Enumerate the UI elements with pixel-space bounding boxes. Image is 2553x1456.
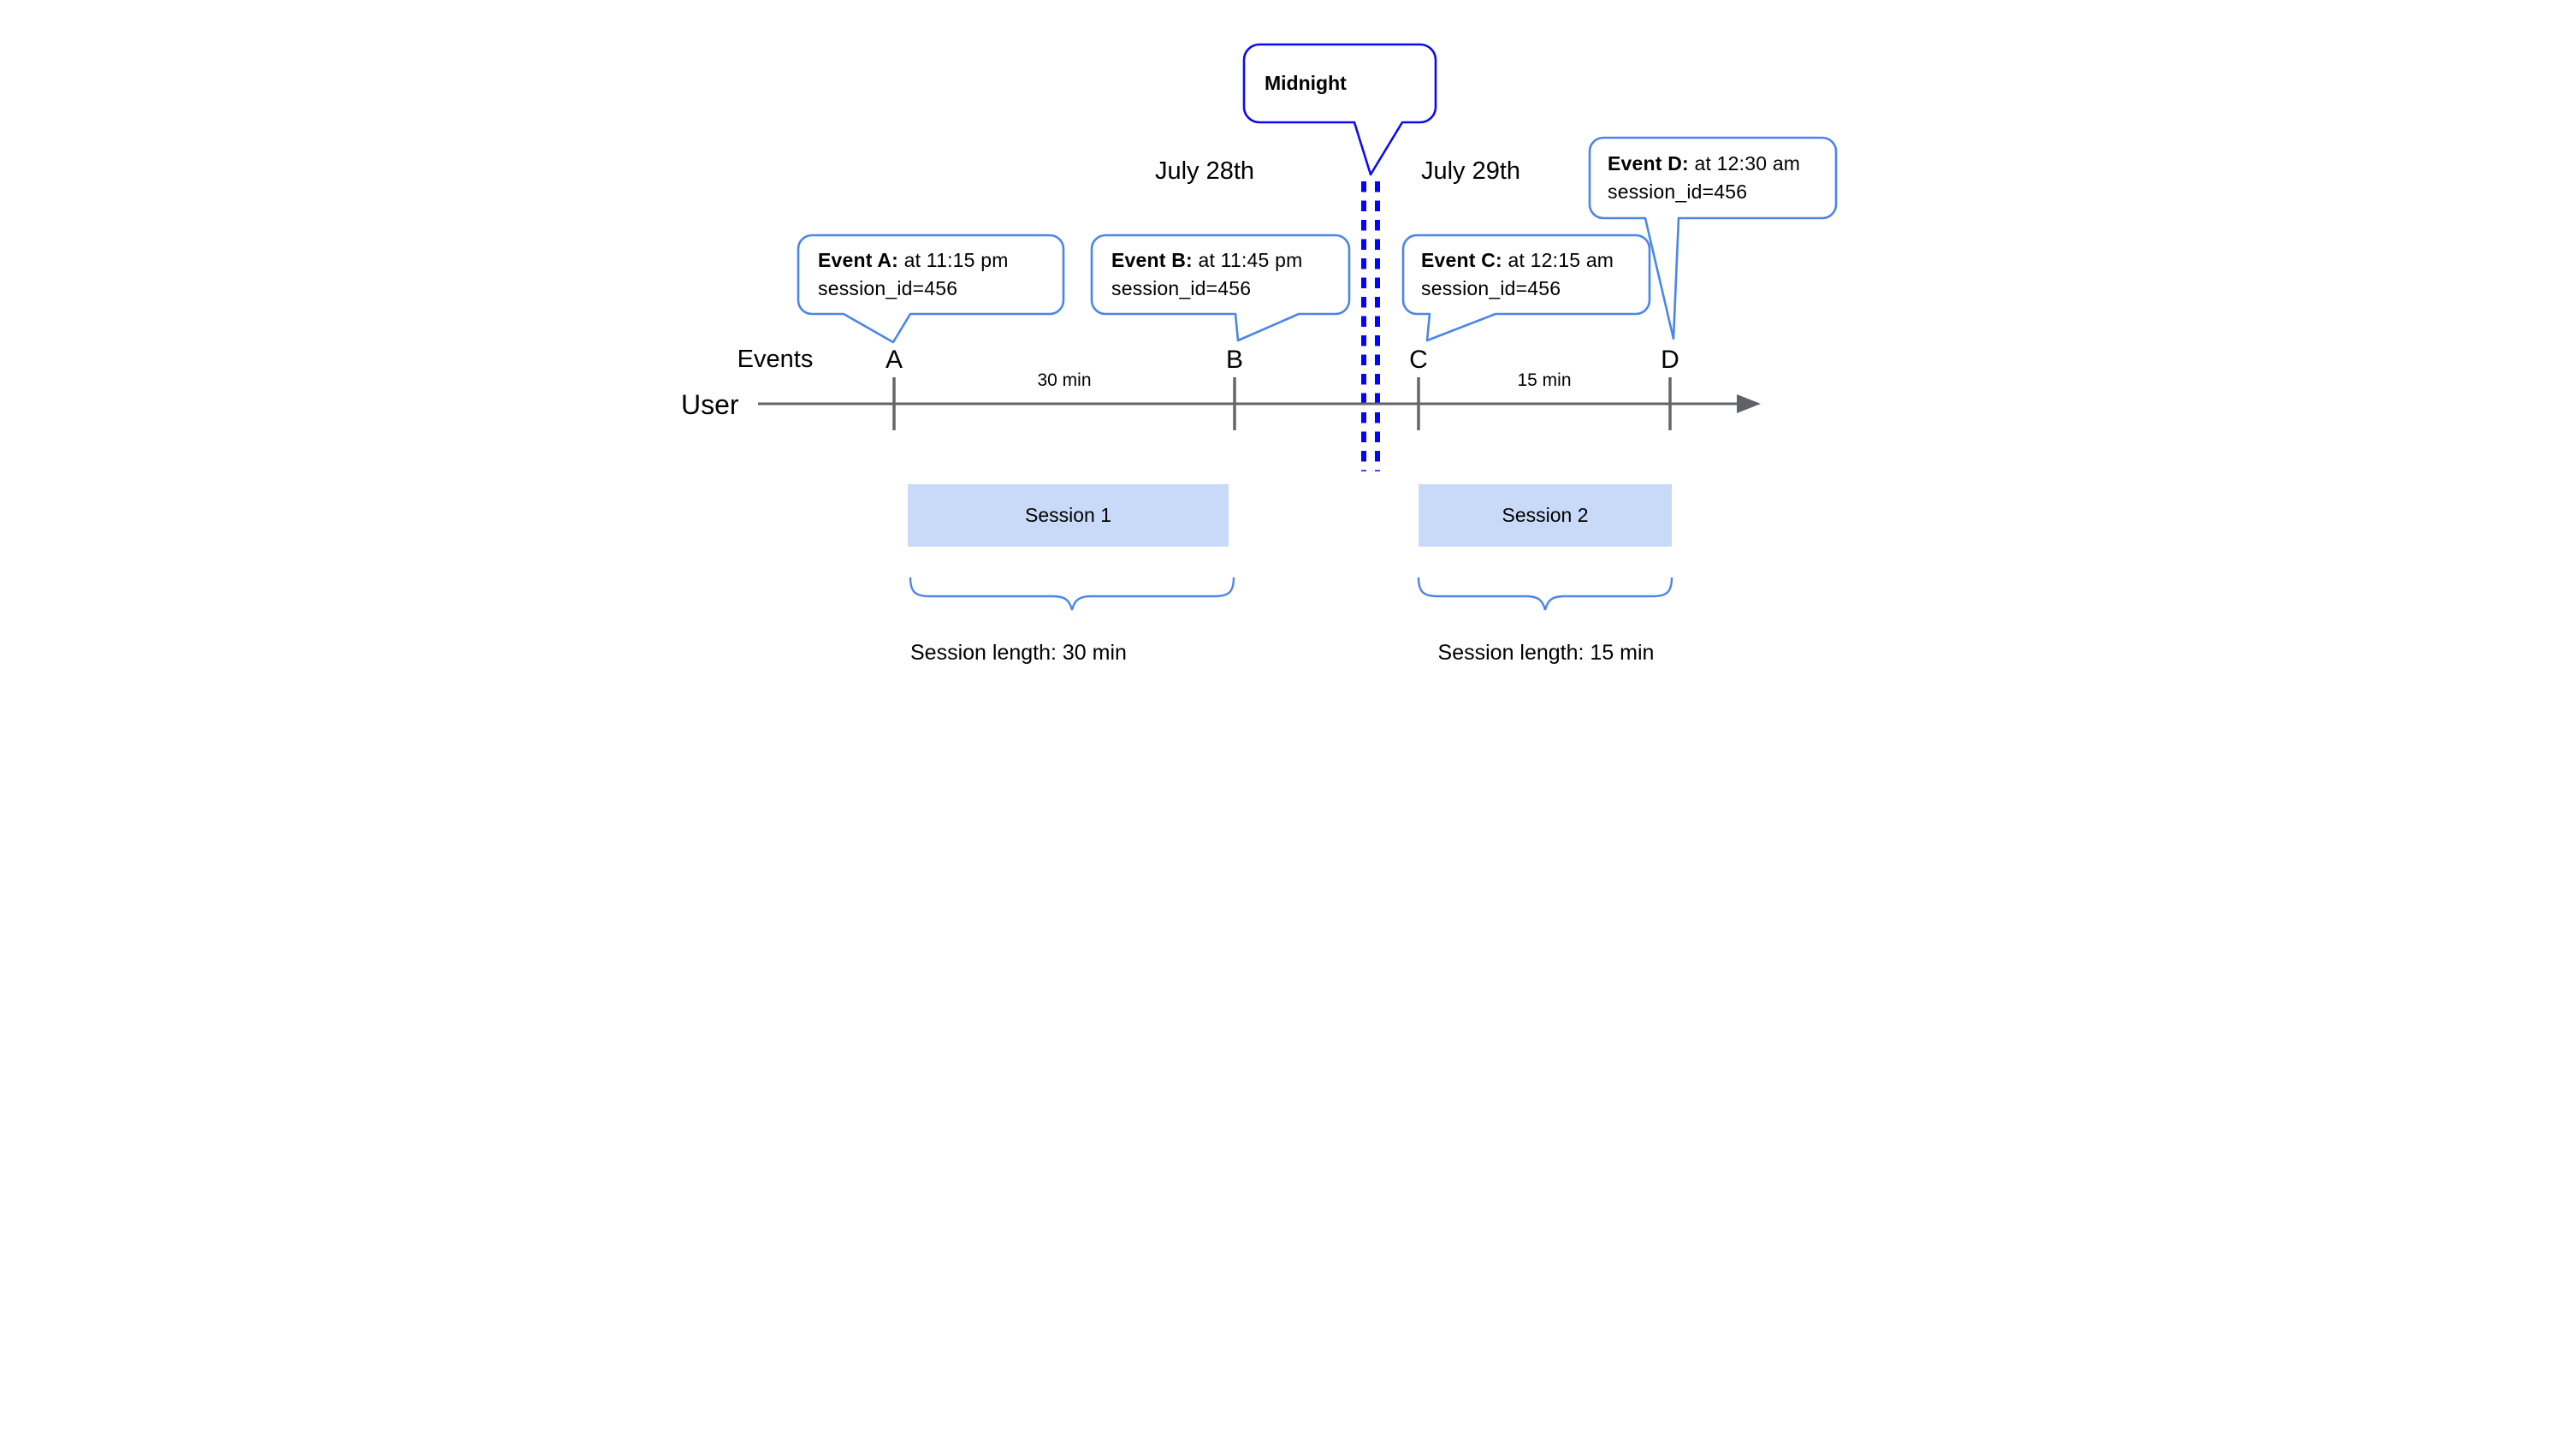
event-c-callout-line1: Event C: at 12:15 am	[1421, 249, 1614, 271]
session-1-box: Session 1	[908, 484, 1229, 547]
date-label-july-29: July 29th	[1420, 157, 1521, 185]
date-label-july-28: July 28th	[1154, 157, 1255, 185]
event-d-callout-line1: Event D: at 12:30 am	[1608, 152, 1801, 175]
tick-label-a: A	[885, 346, 903, 374]
timeline-arrowhead-icon	[1737, 394, 1761, 413]
session-2-brace	[1417, 577, 1673, 611]
user-axis-label: User	[681, 389, 739, 420]
session-1-brace	[909, 577, 1235, 611]
session-1-length-label: Session length: 30 min	[910, 641, 1127, 665]
event-b-callout-line2: session_id=456	[1111, 277, 1252, 299]
tick-label-c: C	[1409, 346, 1428, 374]
event-d-callout: Event D: at 12:30 am session_id=456	[1590, 138, 1836, 218]
event-b-callout-line1: Event B: at 11:45 pm	[1111, 249, 1303, 271]
session-2-length-label: Session length: 15 min	[1437, 641, 1655, 665]
event-d-callout-line2: session_id=456	[1608, 181, 1748, 203]
event-a-callout: Event A: at 11:15 pm session_id=456	[798, 235, 1063, 314]
event-c-callout-line2: session_id=456	[1421, 277, 1561, 299]
midnight-bubble: Midnight	[1244, 44, 1436, 122]
event-c-callout: Event C: at 12:15 am session_id=456	[1403, 235, 1650, 314]
midnight-label: Midnight	[1265, 72, 1347, 94]
event-a-callout-line1: Event A: at 11:15 pm	[818, 249, 1009, 271]
session-2-label: Session 2	[1502, 504, 1589, 526]
events-axis-label: Events	[737, 346, 814, 373]
tick-label-d: D	[1661, 346, 1679, 374]
session-1-label: Session 1	[1024, 504, 1111, 526]
session-2-box: Session 2	[1419, 484, 1672, 547]
event-b-callout: Event B: at 11:45 pm session_id=456	[1092, 235, 1349, 314]
tick-label-b: B	[1225, 346, 1243, 374]
session-timeline-diagram: July 28th July 29th Midnight Event A: at…	[638, 0, 1915, 728]
interval-label-15min: 15 min	[1517, 370, 1572, 390]
event-a-callout-line2: session_id=456	[818, 277, 958, 299]
interval-label-30min: 30 min	[1037, 370, 1092, 390]
